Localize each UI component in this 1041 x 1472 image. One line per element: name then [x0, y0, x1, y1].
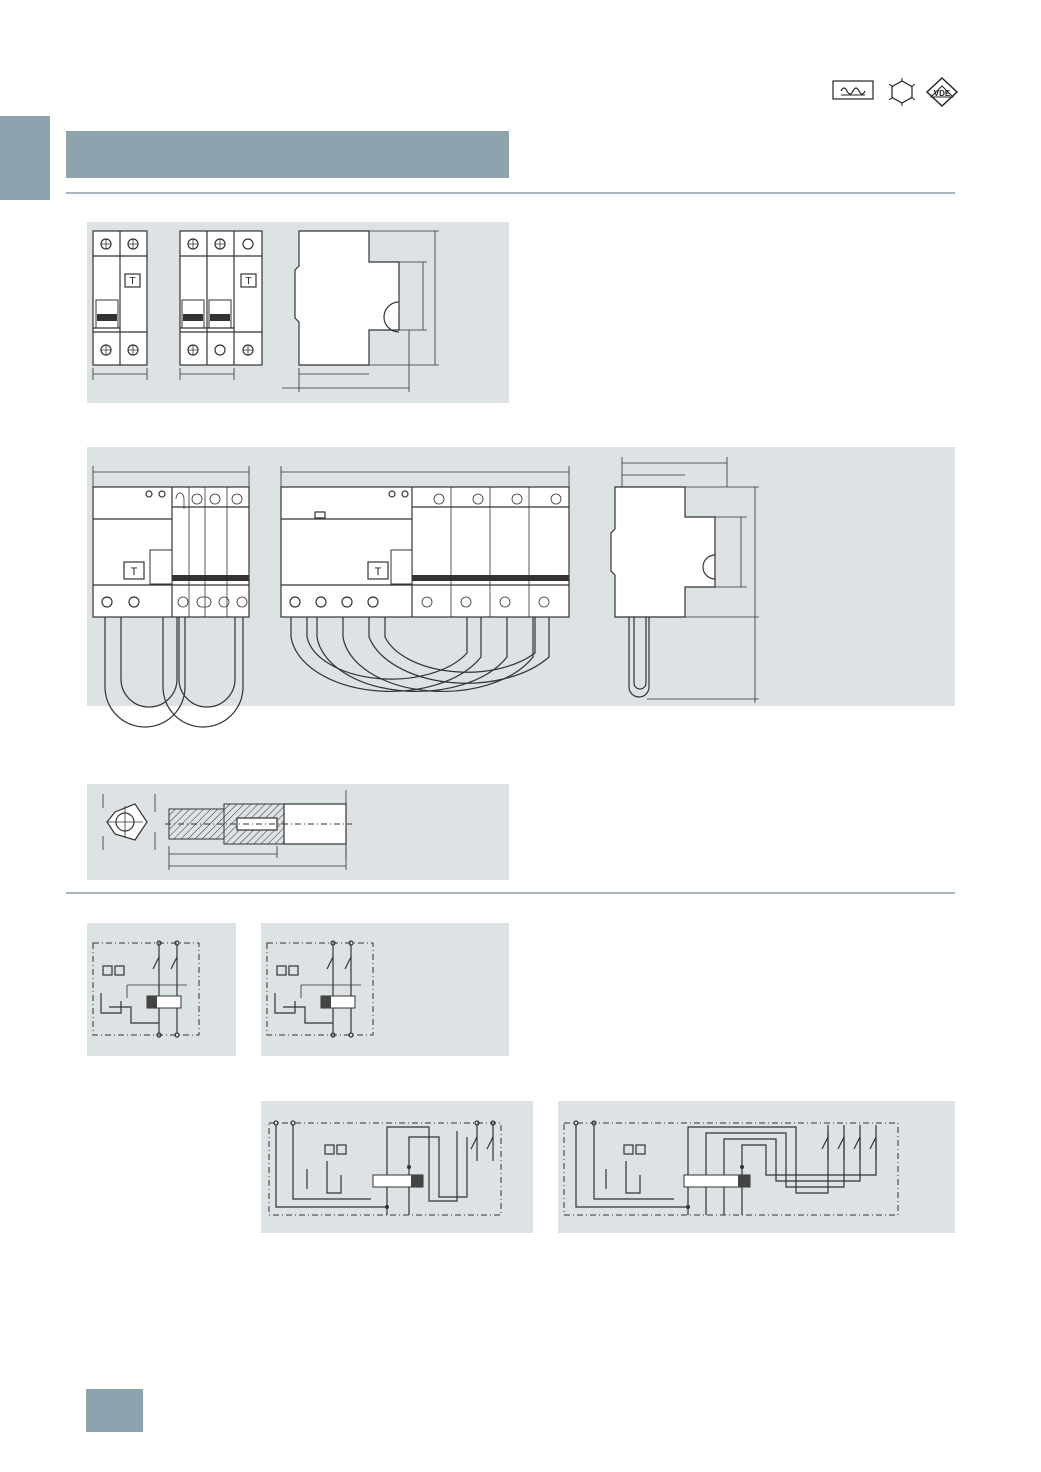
connector-pin-drawing — [102, 790, 352, 870]
side-tab — [0, 116, 50, 200]
three-module-device-front: T — [179, 230, 263, 366]
rcd-two-mcb-circuit — [268, 1120, 502, 1216]
dimension-lines — [92, 330, 410, 392]
test-button-label: T — [129, 276, 135, 287]
section-divider-rule — [66, 892, 955, 894]
module-dimension-drawing: T T — [92, 230, 439, 392]
cable-assembly-panel: T T — [87, 447, 955, 728]
page-number-block — [86, 1389, 143, 1432]
cable-assembly-drawing: T T — [92, 457, 759, 728]
circuit-diagram-panel-2 — [261, 923, 509, 1056]
circuit-diagram-panel-1 — [87, 923, 236, 1056]
rcbo-2p-circuit — [266, 940, 374, 1038]
top-dimension-lines — [92, 457, 727, 487]
header-rule — [66, 192, 955, 194]
rcd-with-four-mcbs: T — [280, 486, 570, 692]
test-button-label: T — [375, 566, 382, 578]
test-button-label: T — [131, 566, 138, 578]
rcd-with-two-mcbs: T — [92, 486, 250, 728]
circuit-diagram-panel-3 — [261, 1101, 533, 1233]
two-pole-device-front: T — [92, 230, 148, 366]
dimension-drawing-panel: T T — [87, 222, 509, 403]
rcd-four-mcb-circuit — [563, 1120, 899, 1216]
sine-wave-mark-icon — [832, 80, 874, 100]
vde-mark-icon: VDE — [925, 77, 959, 107]
cable-assembly-side-view — [610, 457, 759, 703]
test-button-label: T — [245, 276, 251, 287]
circuit-diagram-panel-4 — [558, 1101, 955, 1233]
pin-longitudinal-section — [165, 790, 352, 870]
snowflake-hexagon-icon — [888, 78, 916, 106]
vde-mark-letters: VDE — [934, 89, 951, 98]
connector-detail-panel — [87, 784, 509, 880]
device-side-profile — [294, 230, 439, 366]
rcbo-1p-n-circuit — [92, 940, 200, 1038]
pin-cross-section — [102, 794, 156, 850]
section-header-band — [66, 131, 509, 178]
